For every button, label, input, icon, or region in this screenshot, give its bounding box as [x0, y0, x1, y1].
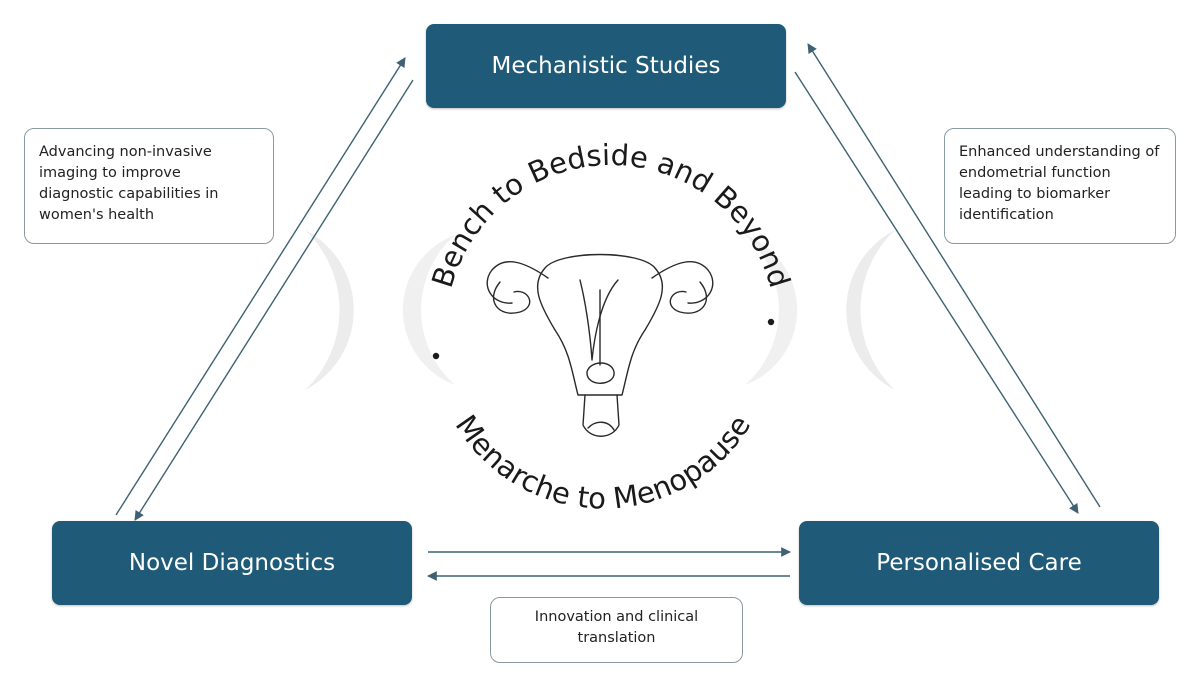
svg-text:Menarche to Menopause: Menarche to Menopause — [449, 409, 757, 516]
separator-dot-right — [767, 318, 775, 326]
node-personalised-care: Personalised Care — [799, 521, 1159, 605]
arrow-care-to-mechanistic — [807, 43, 1101, 508]
node-novel-diagnostics: Novel Diagnostics — [52, 521, 412, 605]
note-imaging: Advancing non-invasive imaging to improv… — [24, 128, 274, 244]
node-diagnostics-label: Novel Diagnostics — [128, 550, 336, 576]
arrow-mechanistic-to-care — [794, 71, 1079, 514]
node-care-label: Personalised Care — [876, 550, 1082, 576]
arrow-mechanistic-to-diagnostics — [134, 79, 414, 521]
center-bottom-arc-text: Menarche to Menopause — [449, 409, 757, 516]
svg-text:Bench to Bedside and Beyond: Bench to Bedside and Beyond — [425, 138, 797, 292]
node-mechanistic-label: Mechanistic Studies — [491, 53, 721, 79]
node-mechanistic-studies: Mechanistic Studies — [426, 24, 786, 108]
crescent-inner-left-icon — [402, 235, 455, 385]
crescent-left-icon — [305, 230, 354, 390]
note-understanding: Enhanced understanding of endometrial fu… — [944, 128, 1176, 244]
arrow-diagnostics-to-mechanistic — [115, 57, 406, 516]
note-innovation: Innovation and clinical translation — [490, 597, 743, 663]
moon-phase-watermark — [305, 230, 895, 390]
center-top-arc-text: Bench to Bedside and Beyond — [425, 138, 797, 292]
crescent-right-icon — [846, 230, 895, 390]
separator-dot-left — [432, 352, 440, 360]
note-imaging-text: Advancing non-invasive imaging to improv… — [39, 144, 219, 224]
uterus-icon — [486, 253, 714, 437]
crescent-inner-right-icon — [745, 235, 798, 385]
note-innovation-text: Innovation and clinical translation — [534, 609, 699, 647]
note-understanding-text: Enhanced understanding of endometrial fu… — [959, 144, 1160, 224]
